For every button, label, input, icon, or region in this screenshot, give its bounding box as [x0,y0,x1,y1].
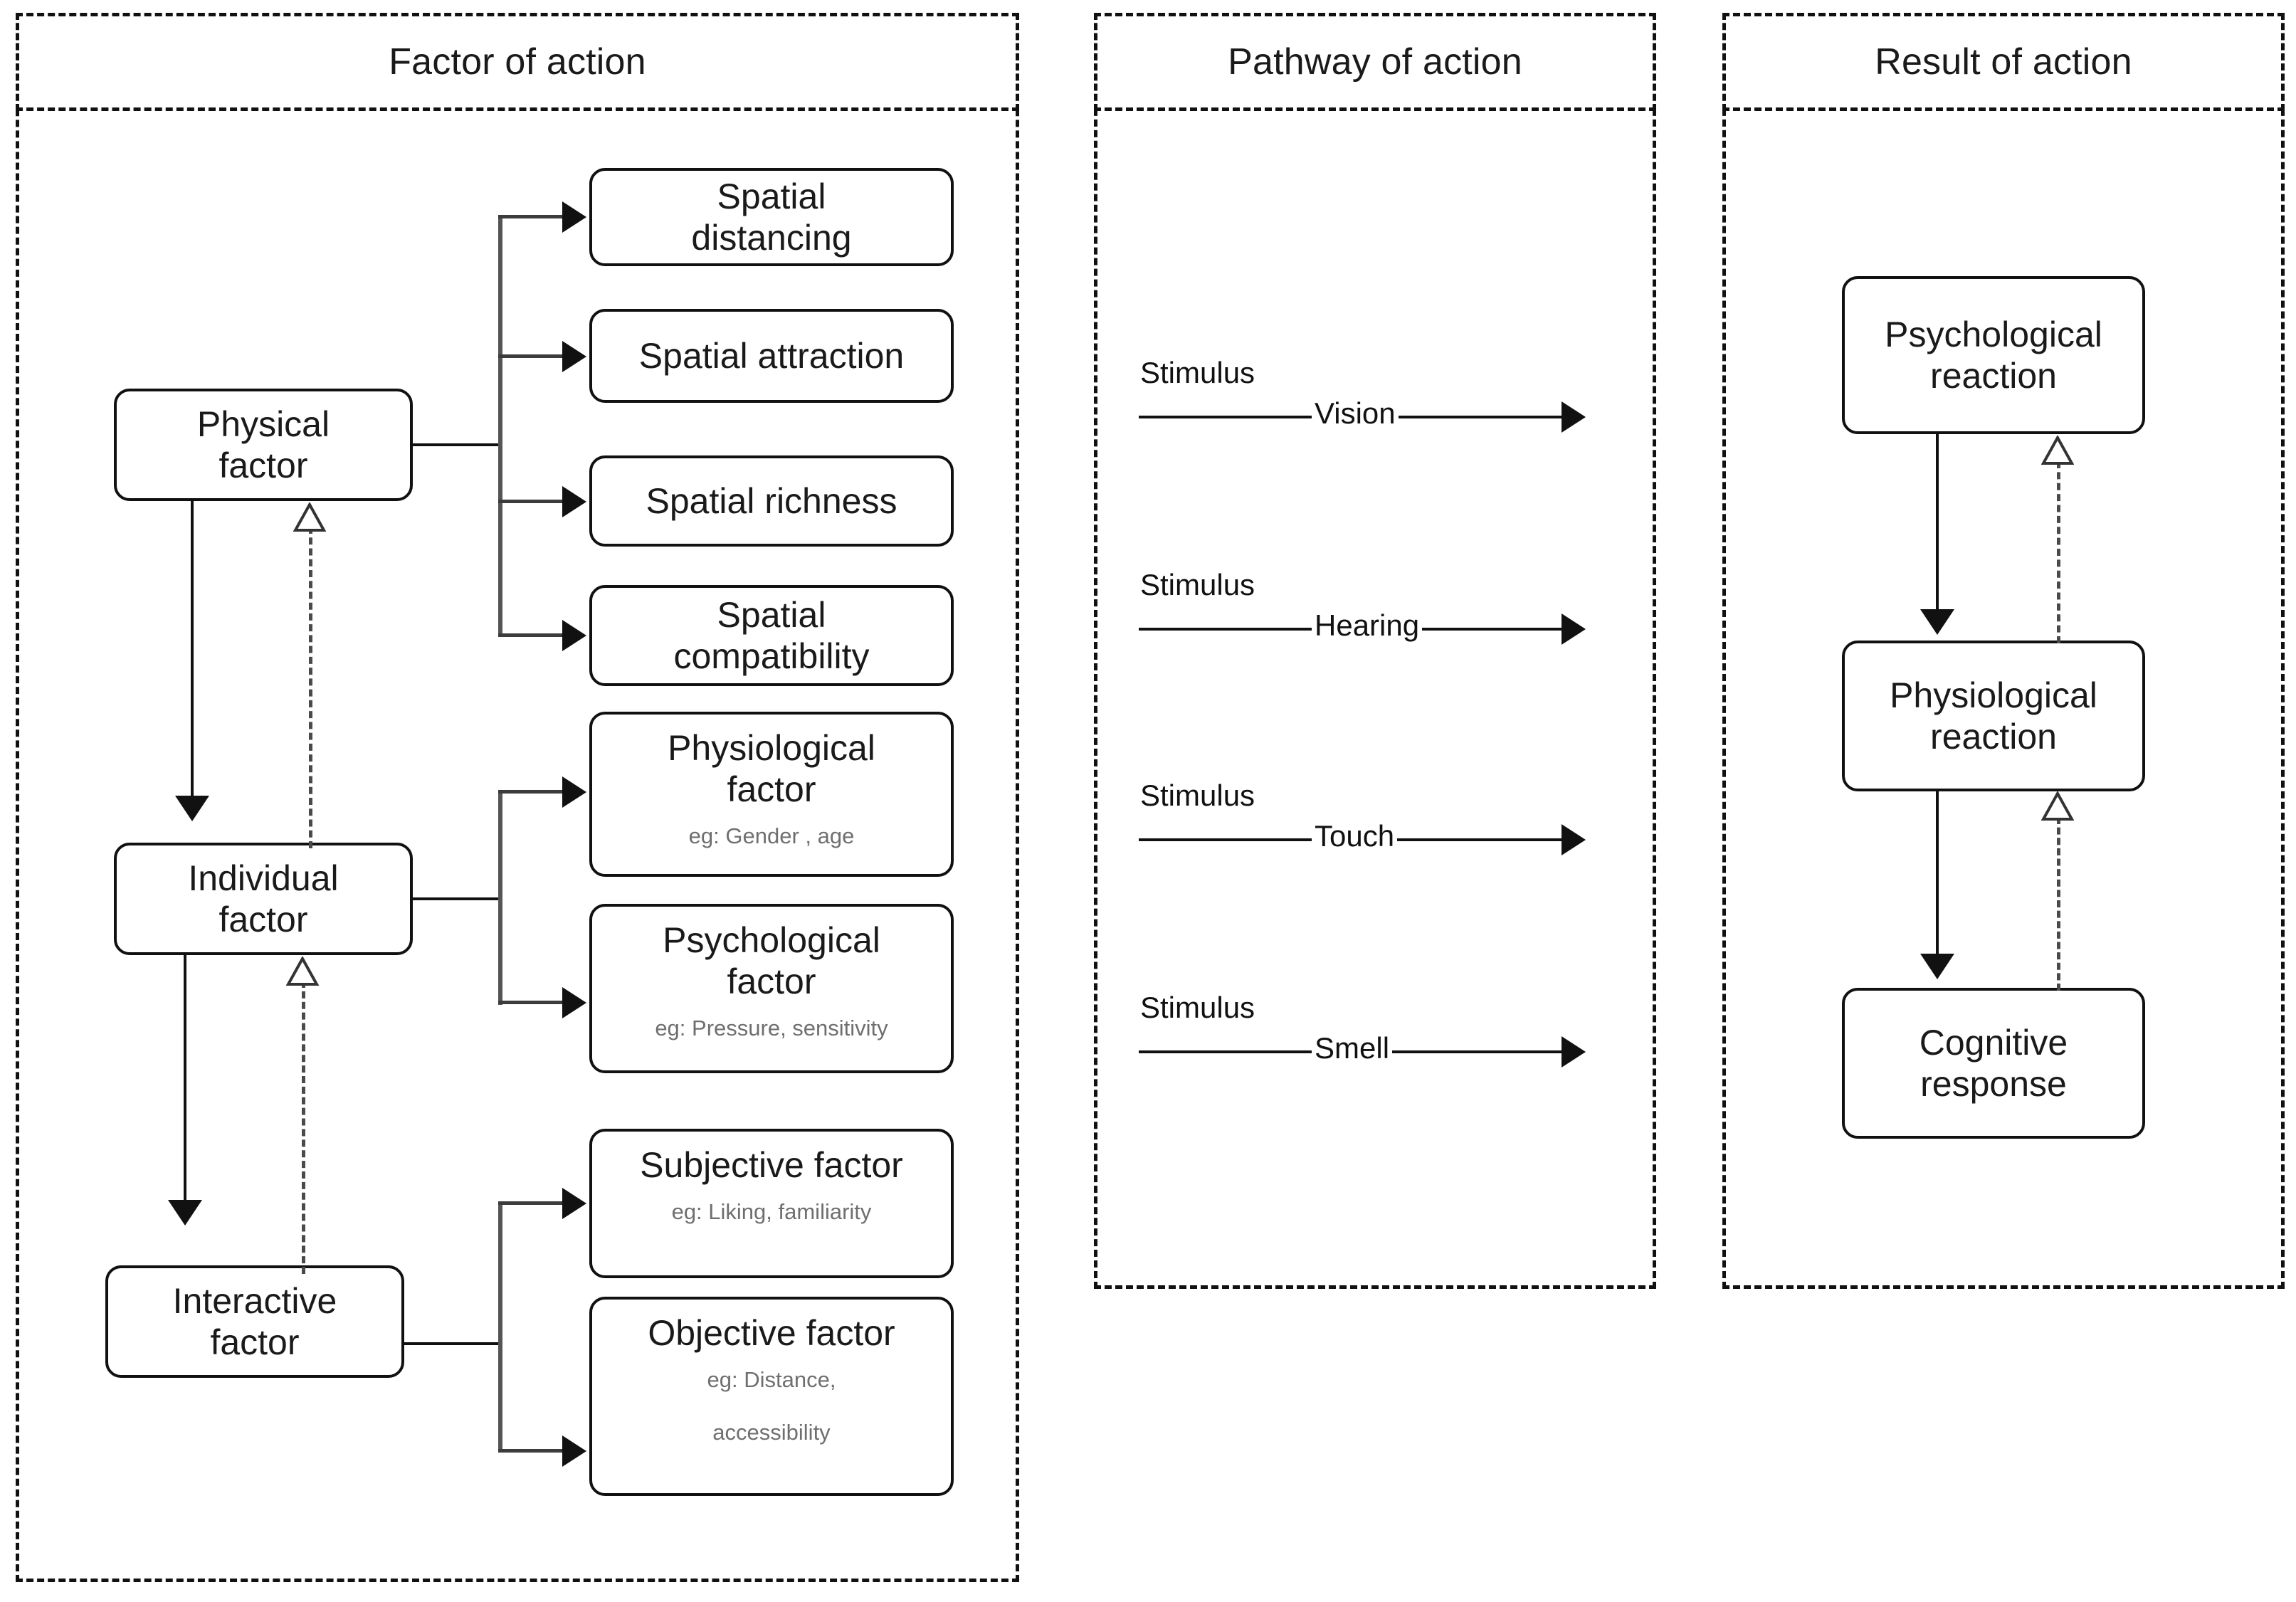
node-psychological-reaction-label: Psychological reaction [1885,315,2102,396]
node-psychological-factor-label: Psychological factor [663,920,880,1001]
open-arrowhead-individual-to-physical [293,502,326,532]
node-spatial-compatibility[interactable]: Spatial compatibility [589,585,954,686]
node-psychological-reaction[interactable]: Psychological reaction [1842,276,2145,434]
connector-individual-trunk [413,897,501,900]
connector-interactive-trunk [404,1342,501,1345]
arrowhead-psychological-to-physiological [1920,609,1954,635]
node-psychological-factor[interactable]: Psychological factor eg: Pressure, sensi… [589,904,954,1073]
node-objective-factor-label: Objective factor [648,1313,895,1353]
connector-interactive-stub-2 [498,1449,564,1453]
connector-psychological-to-physiological [1936,434,1939,612]
feedback-individual-to-physical [309,527,312,848]
panel-pathway-of-action-title: Pathway of action [1228,41,1522,83]
arrowhead-to-spatial-attraction [562,341,586,372]
feedback-physiological-to-psychological [2057,461,2060,643]
connector-physical-spine [498,216,502,636]
arrowhead-to-objective-factor [562,1435,586,1467]
connector-physical-stub-1 [498,215,564,218]
node-spatial-compatibility-label: Spatial compatibility [673,595,870,676]
pathway-row-smell-stimulus: Stimulus [1140,991,1255,1024]
connector-individual-to-interactive [184,955,186,1203]
panel-result-of-action-header: Result of action [1722,13,2285,111]
node-spatial-attraction[interactable]: Spatial attraction [589,309,954,403]
node-physiological-reaction-label: Physiological reaction [1890,675,2097,757]
node-interactive-factor-label: Interactive factor [172,1281,337,1362]
node-spatial-distancing[interactable]: Spatial distancing [589,168,954,266]
connector-individual-stub-1 [498,790,564,794]
node-spatial-distancing-label: Spatial distancing [691,176,852,258]
panel-factor-of-action-header: Factor of action [16,13,1019,111]
node-subjective-factor-example: eg: Liking, familiarity [671,1199,872,1224]
open-arrowhead-cognitive-to-physiological [2041,791,2074,821]
pathway-row-vision-sense: Vision [1312,396,1399,431]
pathway-row-hearing-stimulus: Stimulus [1140,568,1255,601]
node-physiological-factor-label: Physiological factor [668,728,875,809]
connector-interactive-stub-1 [498,1201,564,1205]
feedback-interactive-to-individual [302,981,305,1274]
node-subjective-factor[interactable]: Subjective factor eg: Liking, familiarit… [589,1129,954,1278]
connector-physical-trunk [413,443,501,446]
pathway-row-vision[interactable]: Stimulus Vision [1139,356,1594,448]
pathway-row-vision-stimulus: Stimulus [1140,356,1255,389]
arrowhead-physiological-to-cognitive [1920,954,1954,979]
node-physiological-factor-example: eg: Gender , age [688,823,855,848]
node-cognitive-response-label: Cognitive response [1919,1023,2068,1104]
panel-factor-of-action-title: Factor of action [389,41,646,83]
pathway-row-smell[interactable]: Stimulus Smell [1139,991,1594,1083]
connector-individual-stub-2 [498,1001,564,1004]
node-physiological-reaction[interactable]: Physiological reaction [1842,641,2145,791]
node-spatial-richness-label: Spatial richness [646,481,897,521]
arrowhead-to-psychological-factor [562,987,586,1018]
connector-physical-stub-3 [498,500,564,503]
node-interactive-factor[interactable]: Interactive factor [105,1265,404,1378]
arrowhead-to-subjective-factor [562,1188,586,1219]
feedback-cognitive-to-physiological [2057,817,2060,991]
pathway-row-hearing-arrowhead [1562,613,1586,645]
open-arrowhead-physiological-to-psychological [2041,436,2074,465]
arrowhead-to-spatial-richness [562,486,586,517]
connector-individual-spine [498,791,502,1005]
connector-physical-stub-4 [498,633,564,637]
node-physical-factor-label: Physical factor [196,404,330,485]
pathway-row-touch-arrowhead [1562,824,1586,855]
node-subjective-factor-label: Subjective factor [640,1145,903,1185]
panel-result-of-action-title: Result of action [1875,41,2132,83]
pathway-row-smell-arrowhead [1562,1036,1586,1068]
node-objective-factor-example: eg: Distance, accessibility [707,1367,836,1445]
connector-physical-to-individual [191,501,194,799]
node-individual-factor-label: Individual factor [188,858,339,939]
node-individual-factor[interactable]: Individual factor [114,843,413,955]
node-physical-factor[interactable]: Physical factor [114,389,413,501]
connector-physical-stub-2 [498,354,564,358]
pathway-row-touch-stimulus: Stimulus [1140,779,1255,812]
open-arrowhead-interactive-to-individual [286,957,319,986]
arrowhead-to-spatial-distancing [562,201,586,233]
pathway-row-vision-arrowhead [1562,401,1586,433]
node-objective-factor[interactable]: Objective factor eg: Distance, accessibi… [589,1297,954,1496]
node-cognitive-response[interactable]: Cognitive response [1842,988,2145,1139]
node-physiological-factor[interactable]: Physiological factor eg: Gender , age [589,712,954,877]
pathway-row-hearing[interactable]: Stimulus Hearing [1139,568,1594,660]
arrowhead-physical-to-individual [175,796,209,821]
panel-pathway-of-action-header: Pathway of action [1094,13,1656,111]
connector-interactive-spine [498,1203,502,1452]
arrowhead-to-spatial-compatibility [562,620,586,651]
arrowhead-to-physiological-factor [562,776,586,808]
pathway-row-touch-sense: Touch [1312,819,1398,853]
pathway-row-hearing-sense: Hearing [1312,608,1423,643]
connector-physiological-to-cognitive [1936,791,1939,957]
pathway-row-smell-sense: Smell [1312,1031,1393,1065]
pathway-row-touch[interactable]: Stimulus Touch [1139,779,1594,871]
node-psychological-factor-example: eg: Pressure, sensitivity [655,1016,888,1040]
arrowhead-individual-to-interactive [168,1200,202,1226]
node-spatial-attraction-label: Spatial attraction [638,336,905,376]
node-spatial-richness[interactable]: Spatial richness [589,455,954,547]
